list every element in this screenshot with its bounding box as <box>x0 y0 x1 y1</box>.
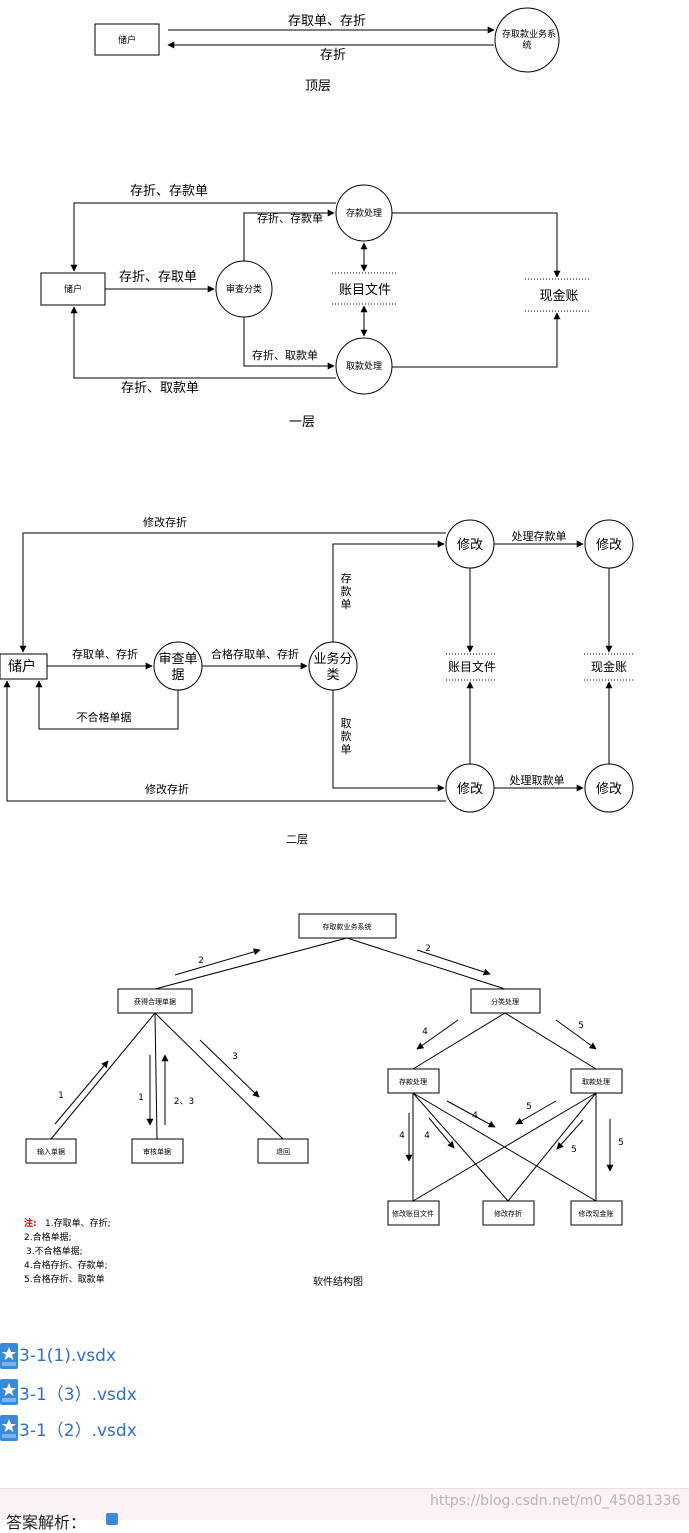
sc-root-label: 存取款业务系统 <box>323 922 372 931</box>
l2-modify-a-label: 修改 <box>457 538 483 553</box>
l1-ledger-label: 账目文件 <box>339 283 391 298</box>
l2-flow-pass: 合格存取单、存折 <box>211 647 299 661</box>
l1-cash-label: 现金账 <box>539 288 578 304</box>
l1-withdraw-label: 取款处理 <box>346 360 382 372</box>
l2-flow-reject: 不合格单据 <box>77 710 132 724</box>
sc-review-box <box>131 1138 184 1164</box>
l2-flow-dep-3: 单 <box>341 598 352 611</box>
sc-withdraw-label: 取款处理 <box>582 1077 610 1086</box>
l1-flow-mid: 存折、存取单 <box>119 270 197 285</box>
l2-flow-top: 修改存折 <box>143 515 187 529</box>
sc-num: 4 <box>472 1111 478 1121</box>
l1-review-label: 审查分类 <box>226 283 262 295</box>
l2-flow-wd-3: 单 <box>341 743 352 756</box>
file-icon <box>0 1415 18 1441</box>
sc-num: 5 <box>571 1145 577 1155</box>
sc-modcash-label: 修改现金账 <box>579 1209 614 1218</box>
watermark: https://blog.csdn.net/m0_45081336 <box>430 1493 681 1509</box>
l2-flow-bottom: 修改存折 <box>145 782 189 796</box>
l1-deposit-label: 存款处理 <box>346 207 382 219</box>
top-flow-in: 存取单、存折 <box>288 14 366 29</box>
l1-flow-bottom: 存折、取款单 <box>121 381 199 396</box>
sc-note-label: 注: <box>24 1217 37 1229</box>
answer-title: 答案解析： <box>6 1513 87 1532</box>
sc-note-5: 5.合格存折、取款单 <box>24 1273 105 1285</box>
attachment-link[interactable]: 3-1(1).vsdx <box>0 1342 116 1370</box>
attachment-link[interactable]: 3-1（2）.vsdx <box>0 1414 137 1442</box>
sc-num: 4 <box>424 1131 430 1141</box>
attachment-name[interactable]: 3-1（3）.vsdx <box>19 1384 137 1405</box>
top-user-box <box>94 23 160 56</box>
top-system-label-2: 统 <box>522 39 531 51</box>
l2-classify-label-2: 类 <box>326 668 339 683</box>
top-flow-out: 存折 <box>320 48 346 63</box>
sc-num: 1 <box>138 1093 144 1103</box>
top-system-circle <box>494 7 560 73</box>
sc-note-4: 4.合格存折、存款单; <box>24 1259 108 1271</box>
sc-classify-label: 分类处理 <box>491 997 519 1006</box>
sc-num: 5 <box>618 1138 624 1148</box>
sc-num: 2 <box>425 944 431 954</box>
l2-caption: 二层 <box>286 833 308 846</box>
sc-num: 3 <box>232 1052 238 1062</box>
l2-ledger-label: 账目文件 <box>448 659 496 674</box>
l2-modify-d-label: 修改 <box>596 782 622 797</box>
sc-num: 5 <box>578 1021 584 1031</box>
l2-user-label: 储户 <box>8 658 36 675</box>
sc-note-3: 3.不合格单据; <box>26 1245 83 1257</box>
sc-modbook-label: 修改存折 <box>494 1209 522 1218</box>
l2-modify-b-label: 修改 <box>596 538 622 553</box>
l2-flow-dep-2: 款 <box>341 584 352 598</box>
l2-flow-wd-1: 取 <box>341 717 352 730</box>
sc-return-label: 退回 <box>276 1147 290 1156</box>
layer2-dfd <box>0 519 634 813</box>
sc-num: 4 <box>422 1027 428 1037</box>
sc-num: 1 <box>58 1091 64 1101</box>
attachment-link[interactable]: 3-1（3）.vsdx <box>0 1378 137 1406</box>
l2-flow-proc-wd: 处理取款单 <box>510 773 565 787</box>
attachment-name[interactable]: 3-1（2）.vsdx <box>19 1420 137 1441</box>
sc-num: 2 <box>198 956 204 966</box>
l2-review-label-1: 审查单 <box>158 652 197 667</box>
l2-review-label-2: 据 <box>171 668 184 683</box>
l1-flow-dep: 存折、存款单 <box>257 211 323 225</box>
l2-flow-in: 存取单、存折 <box>72 647 138 661</box>
expand-icon[interactable] <box>106 1513 118 1525</box>
structure-chart <box>25 913 623 1226</box>
attachment-name[interactable]: 3-1(1).vsdx <box>19 1346 117 1366</box>
l1-withdraw-circle <box>335 337 393 395</box>
sc-modledger-label: 修改账目文件 <box>392 1209 434 1218</box>
sc-num: 5 <box>526 1102 532 1112</box>
top-level-dfd <box>94 7 560 73</box>
sc-note-2: 2.合格单据; <box>24 1231 72 1243</box>
sc-input-label: 输入单据 <box>37 1147 65 1156</box>
file-icon <box>0 1379 18 1405</box>
sc-get-label: 获得合理单据 <box>134 997 176 1006</box>
l1-flow-top: 存折、存款单 <box>130 184 208 199</box>
l2-flow-proc-dep: 处理存款单 <box>512 529 567 543</box>
sc-review-label: 审核单据 <box>143 1147 171 1156</box>
dfd-diagrams: 储户 存取款业务系 统 存取单、存折 存折 顶层 储户 审查分类 存 <box>0 7 634 1288</box>
sc-note-1: 1.存取单、存折; <box>45 1217 111 1229</box>
file-icon <box>0 1343 18 1369</box>
top-system-label-1: 存取款业务系 <box>502 28 556 40</box>
l2-modify-c-label: 修改 <box>457 782 483 797</box>
sc-num: 2、3 <box>174 1097 194 1107</box>
layer1-dfd <box>40 184 589 395</box>
sc-caption: 软件结构图 <box>313 1275 363 1288</box>
l1-user-label: 储户 <box>64 283 82 295</box>
l2-cash-label: 现金账 <box>591 659 627 674</box>
sc-deposit-label: 存款处理 <box>399 1077 427 1086</box>
l1-flow-wd: 存折、取款单 <box>252 348 318 362</box>
l2-classify-label-1: 业务分 <box>313 651 352 667</box>
l1-caption: 一层 <box>289 415 315 430</box>
l2-flow-dep-1: 存 <box>341 571 352 585</box>
sc-num: 4 <box>399 1131 405 1141</box>
top-caption: 顶层 <box>305 79 331 94</box>
top-user-label: 储户 <box>118 34 136 46</box>
l2-flow-wd-2: 款 <box>341 729 352 743</box>
